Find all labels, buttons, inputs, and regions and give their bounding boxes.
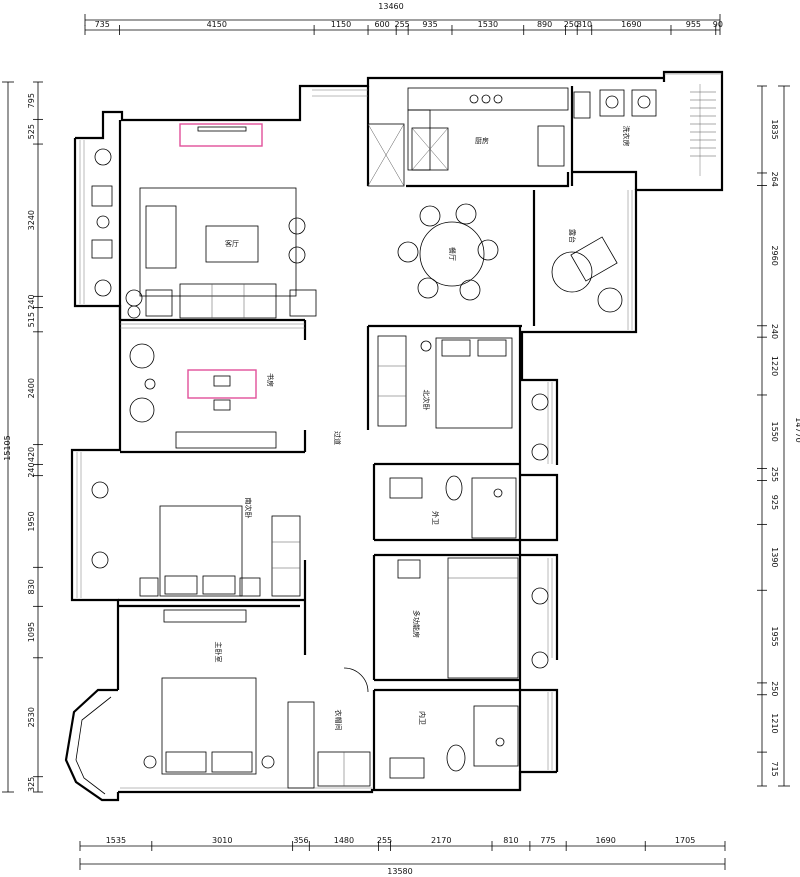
dimension-value: 1690 xyxy=(621,20,641,29)
label-study: 书房 xyxy=(266,373,275,387)
dimension-value: 925 xyxy=(770,495,779,510)
bottom-dimension-chain: 13580 1535 3010 356 1480 255 2170 810 775 1690 17… xyxy=(79,836,726,876)
label-kitchen: 厨房 xyxy=(475,136,489,145)
label-living: 客厅 xyxy=(225,239,239,248)
dimension-value: 1095 xyxy=(27,622,36,642)
dimension-value: 2170 xyxy=(431,836,451,845)
dimension-value: 935 xyxy=(422,20,437,29)
dimension-value: 310 xyxy=(577,20,592,29)
label-ensuite: 内卫 xyxy=(418,711,427,725)
study-desk xyxy=(187,369,257,399)
kitchen-fixtures xyxy=(367,87,716,187)
dimension-value: 1530 xyxy=(478,20,498,29)
living-room-fixtures xyxy=(91,123,317,319)
dimension-value: 1950 xyxy=(27,511,36,531)
dimension-value: 255 xyxy=(395,20,410,29)
tv-cabinet xyxy=(179,123,263,147)
dining-fixtures xyxy=(397,203,499,301)
dimension-value: 1220 xyxy=(770,356,779,376)
interior-walls xyxy=(118,86,638,790)
dimension-value: 775 xyxy=(540,836,555,845)
dimension-value: 2960 xyxy=(770,245,779,265)
dimension-value: 1835 xyxy=(770,119,779,139)
label-balcony: 露台 xyxy=(568,229,577,243)
dimension-value: 356 xyxy=(293,836,308,845)
dimension-value: 240 xyxy=(27,294,36,309)
dimension-value: 810 xyxy=(503,836,518,845)
dimension-value: 600 xyxy=(374,20,389,29)
dimension-value: 255 xyxy=(770,467,779,482)
dimension-value: 890 xyxy=(537,20,552,29)
label-closet: 衣帽间 xyxy=(334,710,343,731)
dimension-value: 1690 xyxy=(596,836,616,845)
bottom-total-dim: 13580 xyxy=(387,867,412,876)
label-laundry: 洗衣房 xyxy=(622,126,631,147)
dimension-value: 515 xyxy=(27,312,36,327)
dimension-value: 1550 xyxy=(770,422,779,442)
label-north-bedroom: 北次卧 xyxy=(422,390,431,411)
dimension-value: 250 xyxy=(564,20,579,29)
dimension-value: 2530 xyxy=(27,707,36,727)
label-corridor: 过道 xyxy=(333,431,342,445)
right-total-dim: 14770 xyxy=(794,417,800,442)
south-bedroom-fixtures xyxy=(91,481,301,623)
dimension-value: 1390 xyxy=(770,547,779,567)
north-bedroom-fixtures xyxy=(377,335,549,461)
dimension-value: 1480 xyxy=(334,836,354,845)
right-dimension-chain: 14770 1835 264 2960 240 1220 1550 255 925 1390 19… xyxy=(757,85,800,787)
bath-fixtures xyxy=(389,475,549,779)
dimension-value: 525 xyxy=(27,124,36,139)
dimension-value: 1705 xyxy=(675,836,695,845)
top-total-dim: 13460 xyxy=(378,2,403,11)
study-fixtures xyxy=(129,343,277,449)
left-total-dim: 15105 xyxy=(3,435,12,460)
dimension-value: 955 xyxy=(686,20,701,29)
balcony-fixtures xyxy=(551,236,623,313)
dimension-value: 240 xyxy=(770,324,779,339)
dimension-value: 830 xyxy=(27,579,36,594)
label-master-bedroom: 主卧室 xyxy=(214,642,223,663)
dimension-value: 250 xyxy=(770,681,779,696)
dimension-value: 325 xyxy=(27,777,36,792)
label-dining: 餐厅 xyxy=(448,247,457,261)
dimension-value: 2400 xyxy=(27,378,36,398)
dimension-value: 3240 xyxy=(27,210,36,230)
dimension-value: 715 xyxy=(770,761,779,776)
room-labels: 厨房 洗衣房 客厅 餐厅 露台 书房 北次卧 过道 南次卧 外卫 多功能房 主卧… xyxy=(214,126,631,731)
left-dimension-chain: 15105 7955253240240515240042024019508301… xyxy=(2,81,43,793)
dimension-value: 1955 xyxy=(770,626,779,646)
master-bedroom-fixtures xyxy=(143,667,371,789)
dimension-value: 3010 xyxy=(212,836,232,845)
dimension-value: 240 xyxy=(27,462,36,477)
dimension-value: 264 xyxy=(770,172,779,187)
dimension-value: 420 xyxy=(27,447,36,462)
dimension-value: 1150 xyxy=(331,20,351,29)
exterior-walls xyxy=(64,70,724,802)
dimension-value: 795 xyxy=(27,93,36,108)
label-multi-room: 多功能房 xyxy=(412,610,421,638)
dimension-value: 4150 xyxy=(207,20,227,29)
label-south-bedroom: 南次卧 xyxy=(244,498,253,519)
dimension-value: 90 xyxy=(713,20,723,29)
dimension-value: 1210 xyxy=(770,713,779,733)
dimension-value: 735 xyxy=(95,20,110,29)
label-guest-bath: 外卫 xyxy=(431,511,440,525)
dimension-value: 1535 xyxy=(106,836,126,845)
windows xyxy=(76,73,722,789)
dimension-value: 255 xyxy=(377,836,392,845)
